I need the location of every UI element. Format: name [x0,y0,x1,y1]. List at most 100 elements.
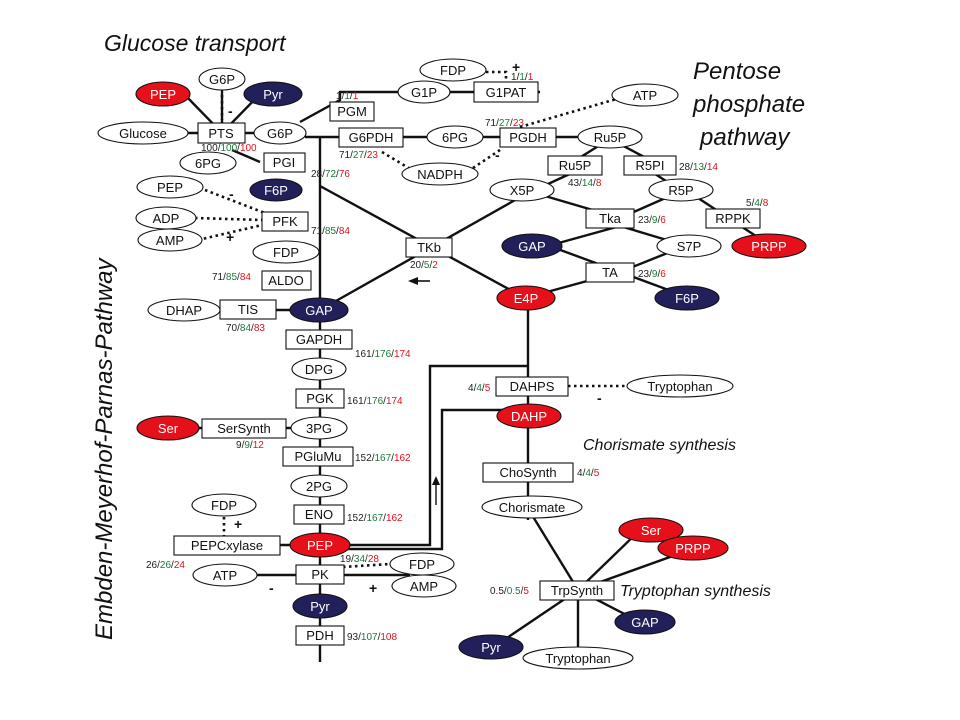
svg-text:FDP: FDP [409,557,435,572]
svg-text:FDP: FDP [211,498,237,513]
enzyme-tis: TIS [219,299,277,320]
plus-sign: + [369,580,377,596]
metabolite-glucose: Glucose [97,121,189,145]
count-pgdh: 71/27/23 [485,118,524,129]
metabolite-prpp: PRPP [657,535,729,561]
count-pgm: 1/1/1 [336,91,359,102]
pentose-title-line2: phosphate [692,91,805,118]
svg-text:TA: TA [602,265,618,280]
enzyme-aldo: ALDO [261,270,312,291]
metabolite-ser: Ser [618,517,684,543]
metabolite-chorismate: Chorismate [481,495,583,519]
svg-text:6PG: 6PG [442,130,468,145]
metabolite-s7p: S7P [656,234,722,258]
svg-text:PGK: PGK [306,391,334,406]
svg-text:Glucose: Glucose [119,126,167,141]
enzymes: PTS PGM G1PAT G6PDH PGDH PGI Ru5P R5PI P… [173,81,761,646]
svg-text:Chorismate: Chorismate [499,500,565,515]
enzyme-pts: PTS [197,122,246,144]
enzyme-trpsynth: TrpSynth [539,580,615,601]
metabolite-dhap: DHAP [147,298,221,322]
svg-text:RPPK: RPPK [715,211,751,226]
count-pfk: 71/85/84 [311,226,350,237]
count-pgi: 28/72/76 [311,169,350,180]
metabolite-pep: PEP [289,532,351,558]
metabolite-g6p: G6P [198,67,246,91]
metabolite-nadph: NADPH [401,162,479,186]
enzyme-pglumu: PGluMu [282,446,354,467]
svg-text:6PG: 6PG [195,156,221,171]
metabolite-pyr: Pyr [243,81,303,107]
enzyme-pdh: PDH [295,625,345,646]
count-dahps: 4/4/5 [468,383,491,394]
enzyme-tka: Tka [585,208,635,229]
svg-text:R5P: R5P [668,183,693,198]
svg-text:PRPP: PRPP [675,541,710,556]
svg-text:PEPCxylase: PEPCxylase [191,538,263,553]
svg-text:X5P: X5P [510,183,535,198]
metabolite-g1p: G1P [397,80,451,104]
metabolite-6pg: 6PG [426,125,484,149]
count-pepcxylase: 26/26/24 [146,560,185,571]
enzyme-r5pi: R5PI [623,155,677,176]
svg-text:Tryptophan: Tryptophan [647,379,712,394]
count-trpsynth: 0.5/0.5/5 [490,586,529,597]
minus-sign: - [269,580,274,596]
enzyme-pepcxylase: PEPCxylase [173,535,281,556]
svg-text:GAP: GAP [305,303,332,318]
metabolite-amp: AMP [137,228,203,252]
metabolite-x5p: X5P [489,178,555,202]
metabolite-pep: PEP [135,81,191,107]
svg-text:TrpSynth: TrpSynth [551,583,603,598]
count-pglumu: 152/167/162 [355,453,411,464]
svg-text:Pyr: Pyr [310,599,330,614]
svg-text:Ru5P: Ru5P [594,130,627,145]
svg-text:PTS: PTS [208,126,234,141]
svg-text:G6P: G6P [209,72,235,87]
enzyme-chosynth: ChoSynth [482,462,574,483]
svg-text:ENO: ENO [305,507,333,522]
svg-text:DAHPS: DAHPS [510,379,555,394]
count-pk: 19/34/28 [340,554,379,565]
svg-text:Ser: Ser [158,421,179,436]
count-pdh: 93/107/108 [347,632,397,643]
enzyme-sersynth: SerSynth [201,418,287,439]
enzyme-pgdh: PGDH [499,127,557,148]
pentose-title-line1: Pentose [693,58,781,85]
svg-text:NADPH: NADPH [417,167,463,182]
count-tis: 70/84/83 [226,323,265,334]
enzyme-rppk: RPPK [705,208,761,229]
enzyme-ta: TA [585,262,635,283]
metabolite-gap: GAP [501,233,563,259]
svg-text:PEP: PEP [307,538,333,553]
metabolite-f6p: F6P [654,285,720,311]
enzyme-ru5p: Ru5P [547,155,603,176]
count-gapdh: 161/176/174 [355,349,411,360]
regulation-signs: - + - - + - + - + [226,59,602,596]
count-tka: 23/9/6 [638,215,666,226]
minus-sign: - [229,186,234,202]
svg-text:TKb: TKb [417,240,441,255]
metabolite-r5p: R5P [648,178,714,202]
svg-text:Pyr: Pyr [263,87,283,102]
count-g6pdh: 71/27/23 [339,150,378,161]
plus-sign: + [226,229,234,245]
count-r5pi: 28/13/14 [679,162,718,173]
svg-text:PEP: PEP [157,180,183,195]
metabolite-gap: GAP [614,609,676,635]
svg-text:G6P: G6P [267,126,293,141]
chorismate-synthesis-title: Chorismate synthesis [583,437,736,454]
svg-text:Ser: Ser [641,523,662,538]
svg-text:ChoSynth: ChoSynth [499,465,556,480]
enzyme-pgk: PGK [295,388,345,409]
svg-text:GAPDH: GAPDH [296,332,342,347]
svg-text:G1P: G1P [411,85,437,100]
svg-text:Tryptophan: Tryptophan [545,651,610,666]
metabolite-f6p: F6P [249,178,303,202]
minus-sign: - [495,147,500,163]
svg-text:PK: PK [311,567,329,582]
metabolite-fdp: FDP [419,58,487,82]
metabolite-pyr: Pyr [458,634,524,660]
svg-text:FDP: FDP [273,245,299,260]
